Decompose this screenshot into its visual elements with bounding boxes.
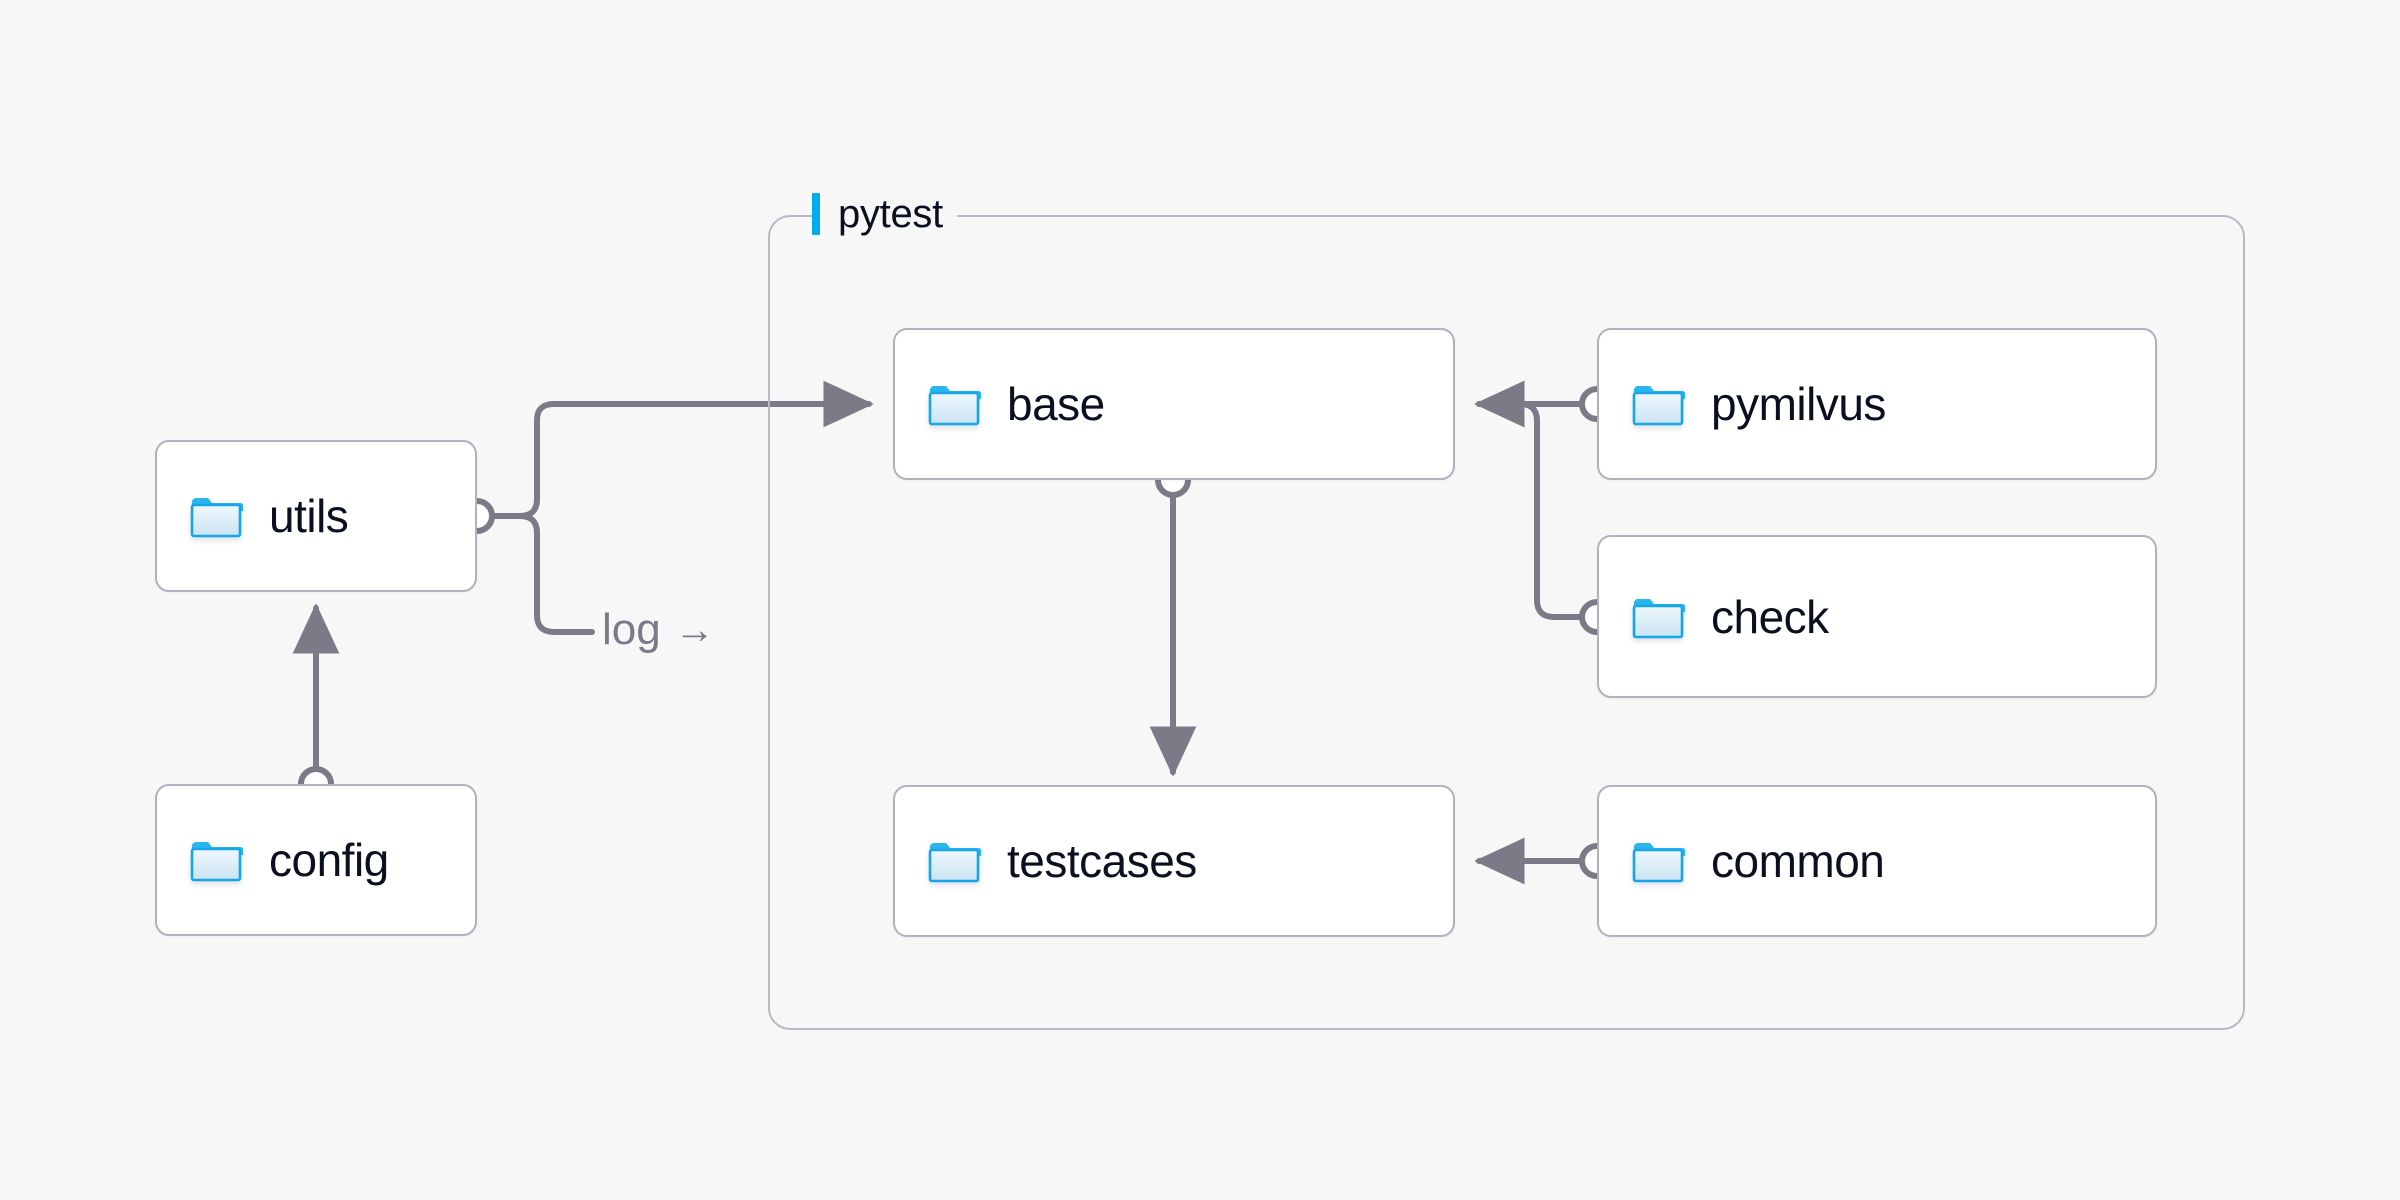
node-config-label: config	[269, 834, 389, 886]
folder-icon	[1632, 386, 1685, 426]
node-check[interactable]: check	[1597, 535, 2157, 698]
node-pymilvus[interactable]: pymilvus	[1597, 328, 2157, 480]
node-utils[interactable]: utils	[155, 440, 477, 592]
node-base[interactable]: base	[893, 328, 1455, 480]
node-common[interactable]: common	[1597, 785, 2157, 937]
edge-utils-to-log	[486, 513, 595, 635]
folder-icon	[1632, 843, 1685, 883]
arrow-right-icon: →	[674, 608, 715, 652]
node-config[interactable]: config	[155, 784, 477, 936]
node-base-label: base	[1007, 378, 1105, 430]
node-utils-label: utils	[269, 490, 349, 542]
node-testcases[interactable]: testcases	[893, 785, 1455, 937]
edge-label-log: log →	[602, 608, 715, 652]
edge-label-log-text: log	[602, 605, 661, 654]
node-common-label: common	[1711, 835, 1885, 887]
accent-bar-icon	[812, 193, 820, 235]
folder-icon	[1632, 598, 1685, 638]
node-pymilvus-label: pymilvus	[1711, 378, 1886, 430]
folder-icon	[190, 842, 243, 882]
node-testcases-label: testcases	[1007, 835, 1197, 887]
node-check-label: check	[1711, 590, 1829, 643]
folder-icon	[928, 843, 981, 883]
group-pytest[interactable]	[768, 215, 2245, 1030]
group-pytest-label-text: pytest	[838, 192, 943, 236]
folder-icon	[190, 498, 243, 538]
group-pytest-label: pytest	[812, 193, 957, 235]
folder-icon	[928, 386, 981, 426]
